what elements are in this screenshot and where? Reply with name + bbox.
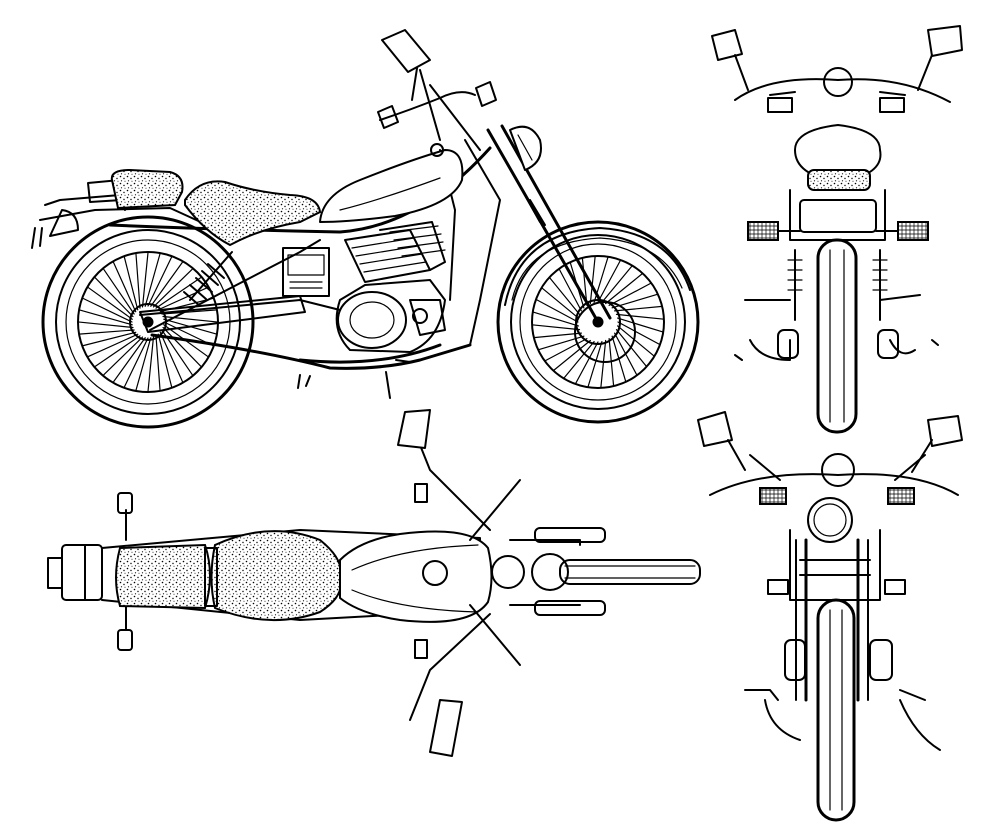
wheel-spoke xyxy=(581,257,588,306)
wheel-spoke xyxy=(135,337,152,392)
wheel-spoke xyxy=(615,329,648,368)
top-mirrors xyxy=(397,409,463,757)
wheel-spoke xyxy=(535,298,579,323)
wheel-spoke xyxy=(123,255,139,311)
engine xyxy=(335,221,446,353)
wheel-spoke xyxy=(150,260,184,307)
front-fender xyxy=(504,227,691,306)
wheel-spoke xyxy=(532,311,579,327)
seat xyxy=(110,168,322,247)
handlebar xyxy=(377,69,497,151)
wheel-spoke xyxy=(617,317,664,333)
wheel-spoke xyxy=(135,252,141,309)
wheel-spoke xyxy=(86,333,139,358)
wheel-spoke xyxy=(141,251,149,308)
side-view xyxy=(31,29,700,429)
wheel-spoke xyxy=(162,326,203,368)
wheel-spoke xyxy=(161,309,218,315)
fuel-tank xyxy=(319,143,464,223)
rear-view xyxy=(711,25,963,434)
wheel-spoke xyxy=(558,268,582,312)
wheel-spoke xyxy=(159,331,184,384)
wheel-spoke xyxy=(589,255,596,305)
wheel-spoke xyxy=(617,325,655,357)
wheel-spoke xyxy=(123,337,149,389)
wheel-spoke xyxy=(77,321,134,329)
wheel-spoke xyxy=(531,324,581,331)
wheel-spoke xyxy=(93,276,134,318)
wheel-spoke xyxy=(144,252,161,307)
wheel-spoke xyxy=(615,313,665,320)
top-seat xyxy=(115,530,342,622)
front-view xyxy=(697,411,963,822)
wheel-spoke xyxy=(78,329,135,335)
wheel-spoke xyxy=(157,286,210,311)
mirror xyxy=(381,29,431,101)
wheel-spoke xyxy=(102,267,135,315)
wheel-spoke xyxy=(78,309,133,326)
rear-shock xyxy=(183,251,233,307)
wheel-spoke xyxy=(600,339,607,389)
wheel-spoke xyxy=(147,255,173,307)
wheel-spoke xyxy=(86,286,133,320)
wheel-spoke xyxy=(155,276,203,309)
wheel-spoke xyxy=(541,287,579,319)
front-wheel xyxy=(496,220,700,424)
wheel-spoke xyxy=(587,341,603,388)
headlight xyxy=(509,125,542,171)
wheel-spoke xyxy=(608,338,615,387)
wheel-spoke xyxy=(617,321,661,346)
wheel-spoke xyxy=(548,276,581,315)
wheel-spoke xyxy=(81,297,133,323)
top-view xyxy=(47,409,701,757)
wheel-spoke xyxy=(597,259,622,303)
wheel-spoke xyxy=(147,336,155,393)
wheel-spoke xyxy=(81,331,137,347)
wheel-spoke xyxy=(157,333,173,389)
wheel-spoke xyxy=(102,336,144,377)
wheel-spoke xyxy=(93,335,141,368)
wheel-spoke xyxy=(112,337,146,384)
wheel-spoke xyxy=(544,338,588,362)
wheel-spoke xyxy=(605,272,644,305)
wheel-spoke xyxy=(608,282,652,306)
wheel-spoke xyxy=(574,341,599,385)
wheel-spoke xyxy=(112,260,137,313)
side-cover xyxy=(282,247,330,297)
wheel-spoke xyxy=(614,305,663,312)
wheel-spoke xyxy=(601,265,633,303)
top-fuel-tank xyxy=(339,530,493,623)
rear-wheel xyxy=(41,215,255,429)
wheel-spoke xyxy=(552,339,591,372)
wheel-spoke xyxy=(533,332,582,339)
wheel-spoke xyxy=(152,267,194,308)
wheel-spoke xyxy=(563,341,595,379)
wheel-spoke xyxy=(155,335,161,392)
